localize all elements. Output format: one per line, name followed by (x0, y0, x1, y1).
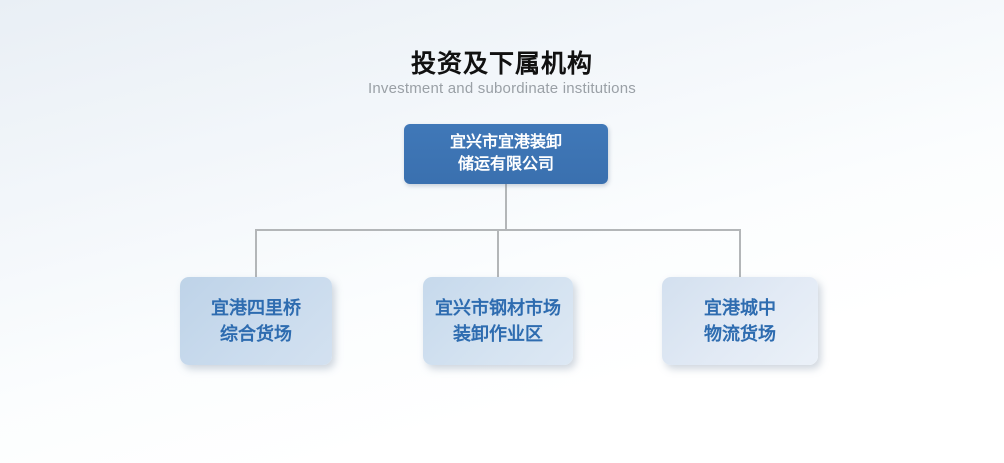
connector-root-vertical (505, 184, 507, 229)
org-node-child-1-line2: 综合货场 (220, 324, 292, 344)
org-node-child-3-line1: 宜港城中 (704, 298, 776, 318)
org-node-child-1-line1: 宜港四里桥 (211, 298, 301, 318)
connector-child-1-vertical (255, 231, 257, 277)
org-node-child-3: 宜港城中 物流货场 (662, 277, 818, 365)
connector-child-2-vertical (497, 231, 499, 277)
connector-horizontal (255, 229, 741, 231)
org-node-root-line1: 宜兴市宜港装卸 (449, 134, 562, 151)
org-node-child-3-line2: 物流货场 (704, 324, 776, 344)
org-node-child-2-line2: 装卸作业区 (453, 324, 543, 344)
connector-child-3-vertical (739, 231, 741, 277)
org-node-root: 宜兴市宜港装卸 储运有限公司 (404, 124, 608, 184)
org-node-child-2-line1: 宜兴市钢材市场 (435, 298, 561, 318)
org-node-child-2: 宜兴市钢材市场 装卸作业区 (423, 277, 573, 365)
org-node-child-1: 宜港四里桥 综合货场 (180, 277, 332, 365)
page-title: 投资及下属机构 (410, 50, 593, 78)
page-subtitle: Investment and subordinate institutions (368, 80, 636, 97)
org-node-root-line2: 储运有限公司 (457, 156, 554, 173)
